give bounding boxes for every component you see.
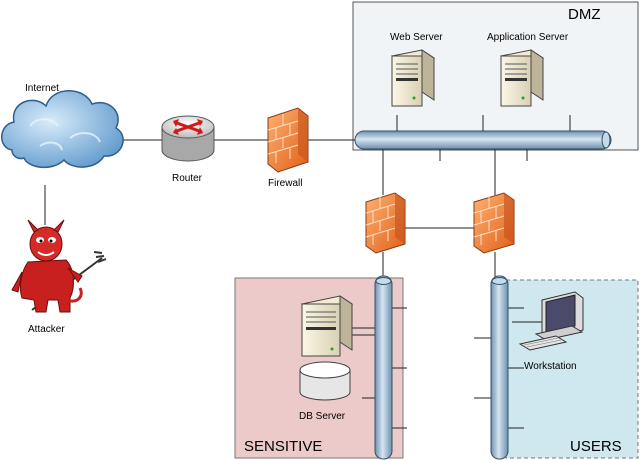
internet-cloud-icon — [1, 90, 124, 169]
application-server-label: Application Server — [487, 32, 569, 43]
router-icon — [161, 115, 215, 162]
dmz-network-bus — [354, 130, 612, 150]
attacker-label: Attacker — [28, 324, 65, 335]
web-server-label: Web Server — [390, 32, 443, 43]
attacker-devil-icon — [11, 219, 107, 313]
users-firewall-icon — [473, 192, 515, 254]
database-icon — [299, 361, 351, 401]
router-label: Router — [172, 173, 203, 184]
web-server-icon — [390, 49, 436, 107]
db-server-label: DB Server — [299, 411, 346, 422]
db-server-icon — [300, 295, 354, 357]
workstation-icon — [518, 291, 584, 351]
internet-label: Internet — [25, 83, 59, 94]
workstation-label: Workstation — [524, 361, 577, 372]
users-network-bus — [490, 275, 509, 460]
dmz-zone-label: DMZ — [568, 6, 601, 23]
firewall-icon — [267, 107, 309, 173]
users-zone-label: USERS — [570, 438, 622, 455]
application-server-icon — [499, 49, 545, 107]
sensitive-network-bus — [374, 275, 393, 460]
sensitive-firewall-icon — [365, 192, 406, 254]
sensitive-zone-label: SENSITIVE — [244, 438, 322, 455]
firewall-label: Firewall — [268, 178, 302, 189]
